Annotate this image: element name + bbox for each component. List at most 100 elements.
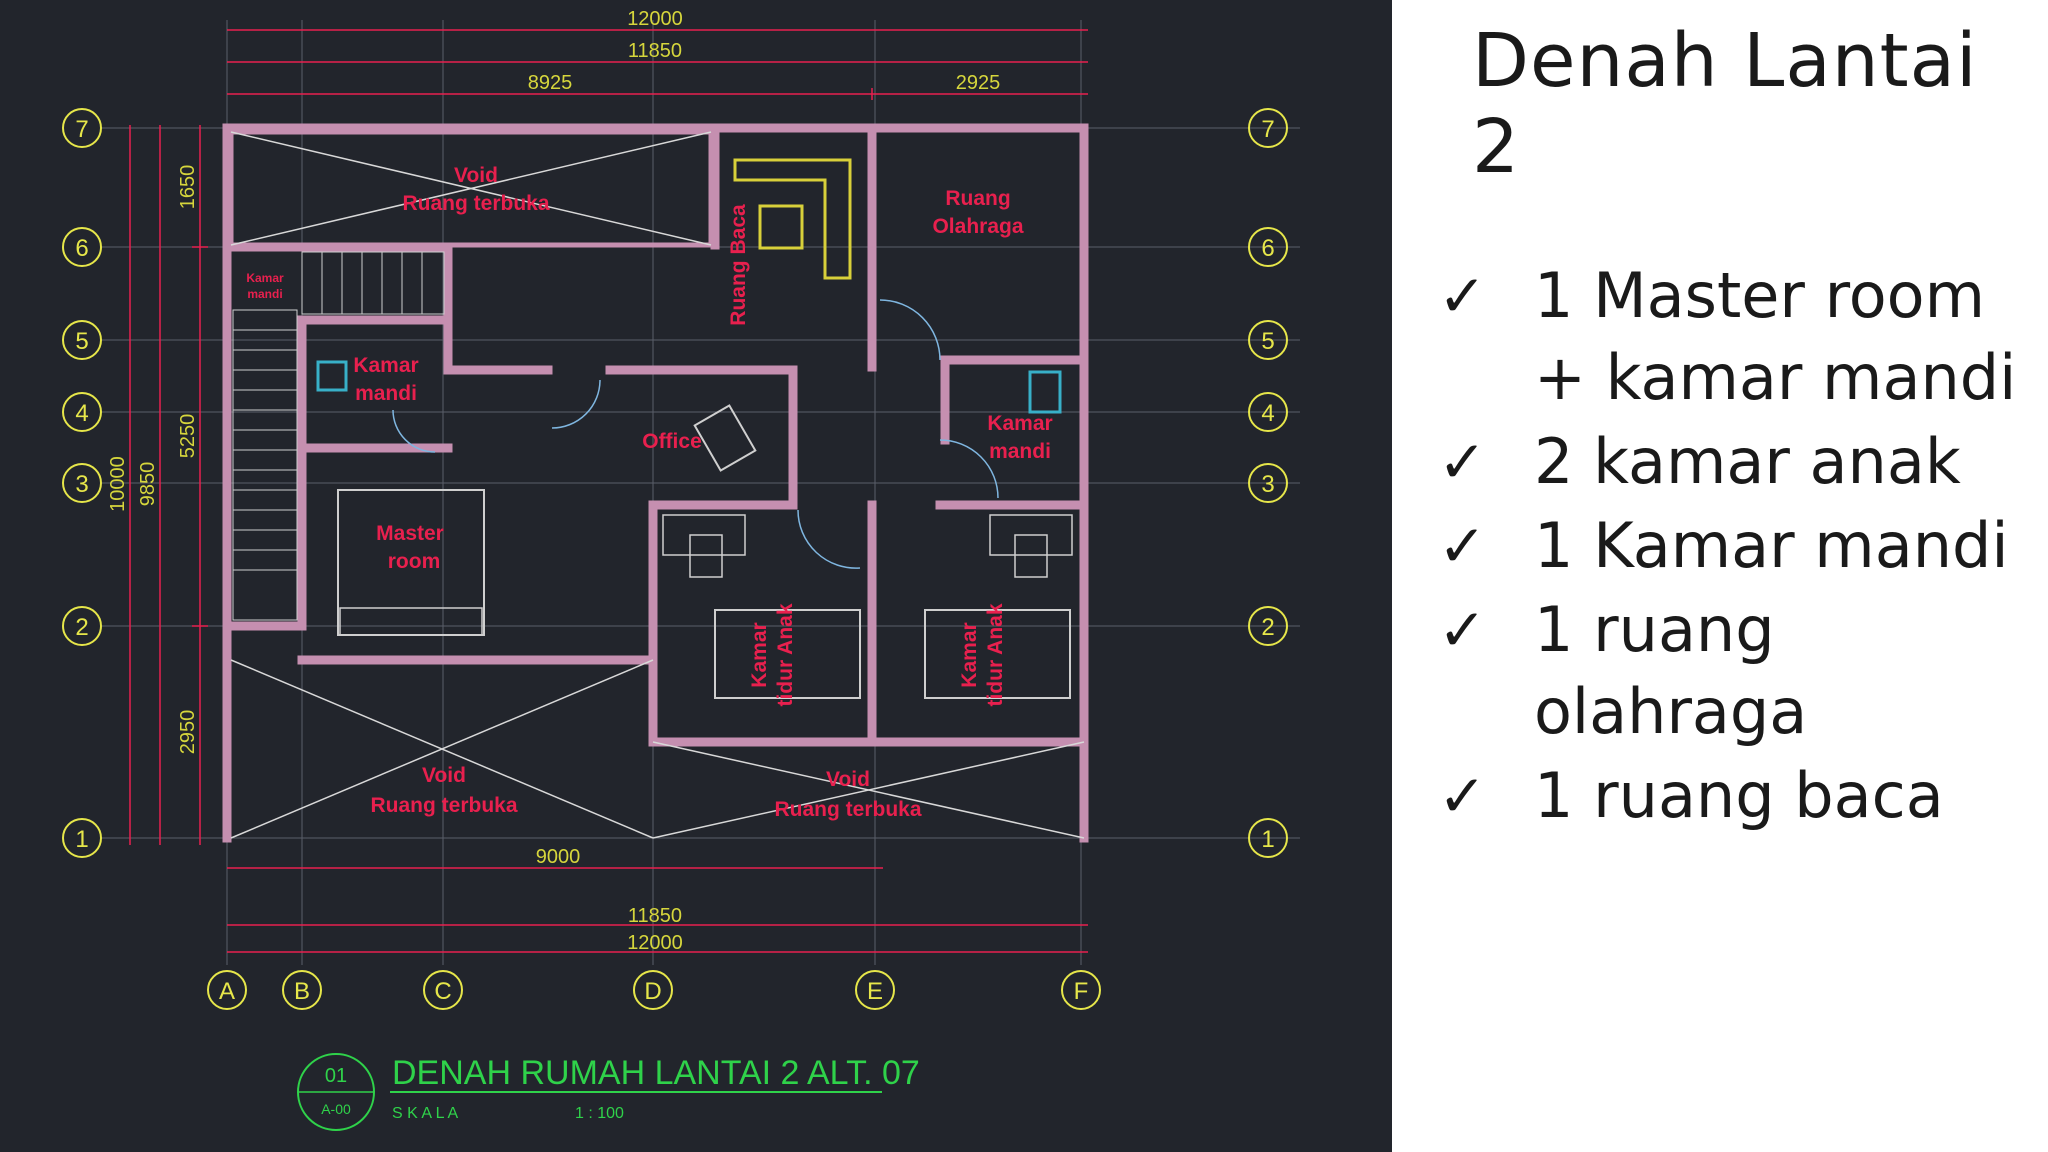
grid-row-label-right: 7 bbox=[1261, 116, 1274, 143]
list-item: ✓ 2 kamar anak bbox=[1438, 421, 2038, 503]
list-item: ✓ 1 ruang baca bbox=[1438, 755, 2038, 837]
room-kamar-mandi-stair: Kamar bbox=[246, 271, 284, 285]
office-chair bbox=[693, 404, 757, 472]
list-item: ✓ 1 Master room + kamar mandi bbox=[1438, 255, 2038, 419]
grid-row-label-right: 6 bbox=[1261, 235, 1274, 262]
grid-col-label: F bbox=[1074, 978, 1089, 1005]
grid-col-label: C bbox=[434, 978, 451, 1005]
grid-col-label: E bbox=[867, 978, 883, 1005]
room-void-top: Void bbox=[454, 164, 498, 187]
room-anak-1: Kamar bbox=[748, 622, 771, 687]
room-olahraga-sub: Olahraga bbox=[932, 215, 1023, 238]
list-item-text: 1 ruang baca bbox=[1534, 759, 1944, 832]
check-icon: ✓ bbox=[1438, 428, 1487, 496]
dim-top-inner: 11850 bbox=[628, 40, 682, 62]
grid-row-label-right: 3 bbox=[1261, 471, 1274, 498]
description-panel: Denah Lantai 2 ✓ 1 Master room + kamar m… bbox=[1392, 0, 2048, 1152]
sofa-l-shape bbox=[733, 158, 852, 280]
grid-row-label-left: 3 bbox=[75, 471, 88, 498]
sheet-code: A-00 bbox=[321, 1101, 351, 1117]
room-master: Master bbox=[376, 522, 444, 545]
grid-lines bbox=[100, 20, 1300, 965]
room-km-left: Kamar bbox=[353, 354, 418, 377]
room-kamar-mandi-stair-sub: mandi bbox=[247, 287, 282, 301]
room-void-top-sub: Ruang terbuka bbox=[402, 192, 549, 215]
grid-row-label-left: 6 bbox=[75, 235, 88, 262]
scale-label: S K A L A bbox=[392, 1105, 458, 1122]
toilet-right-icon bbox=[1028, 370, 1062, 414]
dim-left-5250: 5250 bbox=[177, 414, 199, 459]
room-void-bl-sub: Ruang terbuka bbox=[370, 794, 517, 817]
dim-left-9850: 9850 bbox=[137, 462, 159, 507]
list-item-text: 1 Master room + kamar mandi bbox=[1534, 259, 2017, 414]
plan-title: DENAH RUMAH LANTAI 2 ALT. 07 bbox=[392, 1054, 920, 1092]
walls bbox=[222, 123, 1089, 843]
room-void-br-sub: Ruang terbuka bbox=[774, 798, 921, 821]
check-icon: ✓ bbox=[1438, 512, 1487, 580]
floor-plan-svg: 7 6 5 4 3 2 1 7 6 5 4 3 2 1 A B C D E F … bbox=[62, 8, 1300, 1131]
dim-bottom-9000: 9000 bbox=[536, 846, 581, 868]
title-block: 01 A-00 DENAH RUMAH LANTAI 2 ALT. 07 S K… bbox=[297, 1053, 920, 1131]
bed-anak-2 bbox=[924, 609, 1071, 699]
dim-top-right: 2925 bbox=[956, 72, 1001, 94]
grid-row-label-right: 4 bbox=[1261, 400, 1274, 427]
dim-bottom-total: 12000 bbox=[627, 932, 683, 954]
sheet-number: 01 bbox=[325, 1065, 347, 1087]
room-labels: Void Ruang terbuka Ruang Baca Ruang Olah… bbox=[246, 164, 1052, 821]
check-icon: ✓ bbox=[1438, 596, 1487, 664]
grid-row-label-left: 5 bbox=[75, 328, 88, 355]
feature-list: ✓ 1 Master room + kamar mandi ✓ 2 kamar … bbox=[1438, 255, 2038, 839]
check-icon: ✓ bbox=[1438, 762, 1487, 830]
room-master-sub: room bbox=[388, 550, 441, 573]
room-anak-1-sub: tidur Anak bbox=[774, 603, 797, 706]
desk-anak-2 bbox=[989, 514, 1073, 556]
grid-row-label-left: 1 bbox=[75, 826, 88, 853]
dim-left-10000: 10000 bbox=[107, 456, 129, 512]
dim-left-2950: 2950 bbox=[177, 710, 199, 755]
coffee-table bbox=[758, 204, 804, 250]
grid-labels: 7 6 5 4 3 2 1 7 6 5 4 3 2 1 A B C D E F bbox=[75, 116, 1274, 1005]
furniture bbox=[316, 158, 1073, 699]
grid-row-label-left: 2 bbox=[75, 614, 88, 641]
staircase bbox=[232, 251, 445, 621]
list-item-text: 1 ruang olahraga bbox=[1534, 593, 1808, 748]
grid-row-label-right: 5 bbox=[1261, 328, 1274, 355]
room-void-br: Void bbox=[826, 768, 870, 791]
toilet-left-icon bbox=[316, 360, 348, 392]
desk-anak-1 bbox=[662, 514, 746, 556]
dim-top-left: 8925 bbox=[528, 72, 573, 94]
dim-top-total: 12000 bbox=[627, 8, 683, 30]
doors bbox=[392, 299, 999, 569]
room-ruang-baca: Ruang Baca bbox=[727, 204, 750, 326]
room-olahraga: Ruang bbox=[945, 187, 1010, 210]
grid-col-label: D bbox=[644, 978, 661, 1005]
room-anak-2-sub: tidur Anak bbox=[984, 603, 1007, 706]
room-km-left-sub: mandi bbox=[355, 382, 417, 405]
grid-col-label: A bbox=[219, 978, 235, 1005]
list-item-text: 2 kamar anak bbox=[1534, 425, 1961, 498]
grid-row-label-right: 1 bbox=[1261, 826, 1274, 853]
grid-row-label-left: 7 bbox=[75, 116, 88, 143]
room-anak-2: Kamar bbox=[958, 622, 981, 687]
grid-col-label: B bbox=[294, 978, 310, 1005]
room-km-right-sub: mandi bbox=[989, 440, 1051, 463]
room-km-right: Kamar bbox=[987, 412, 1052, 435]
grid-bubbles bbox=[62, 108, 1288, 1010]
scale-value: 1 : 100 bbox=[575, 1105, 624, 1122]
list-item: ✓ 1 Kamar mandi bbox=[1438, 505, 2038, 587]
dim-left-1650: 1650 bbox=[177, 165, 199, 210]
dimension-lines bbox=[129, 29, 1088, 953]
room-void-bl: Void bbox=[422, 764, 466, 787]
dim-bottom-inner: 11850 bbox=[628, 905, 682, 927]
floor-plan-drawing: 7 6 5 4 3 2 1 7 6 5 4 3 2 1 A B C D E F … bbox=[0, 0, 1392, 1152]
dimension-labels: 12000 11850 8925 2925 9000 11850 12000 1… bbox=[107, 8, 1000, 954]
grid-row-label-left: 4 bbox=[75, 400, 88, 427]
slide-title: Denah Lantai 2 bbox=[1472, 18, 1978, 190]
check-icon: ✓ bbox=[1438, 262, 1487, 330]
void-cross-lines bbox=[230, 131, 1085, 839]
list-item-text: 1 Kamar mandi bbox=[1534, 509, 2009, 582]
room-office: Office bbox=[642, 430, 702, 453]
list-item: ✓ 1 ruang olahraga bbox=[1438, 589, 2038, 753]
bed-anak-1 bbox=[714, 609, 861, 699]
grid-row-label-right: 2 bbox=[1261, 614, 1274, 641]
